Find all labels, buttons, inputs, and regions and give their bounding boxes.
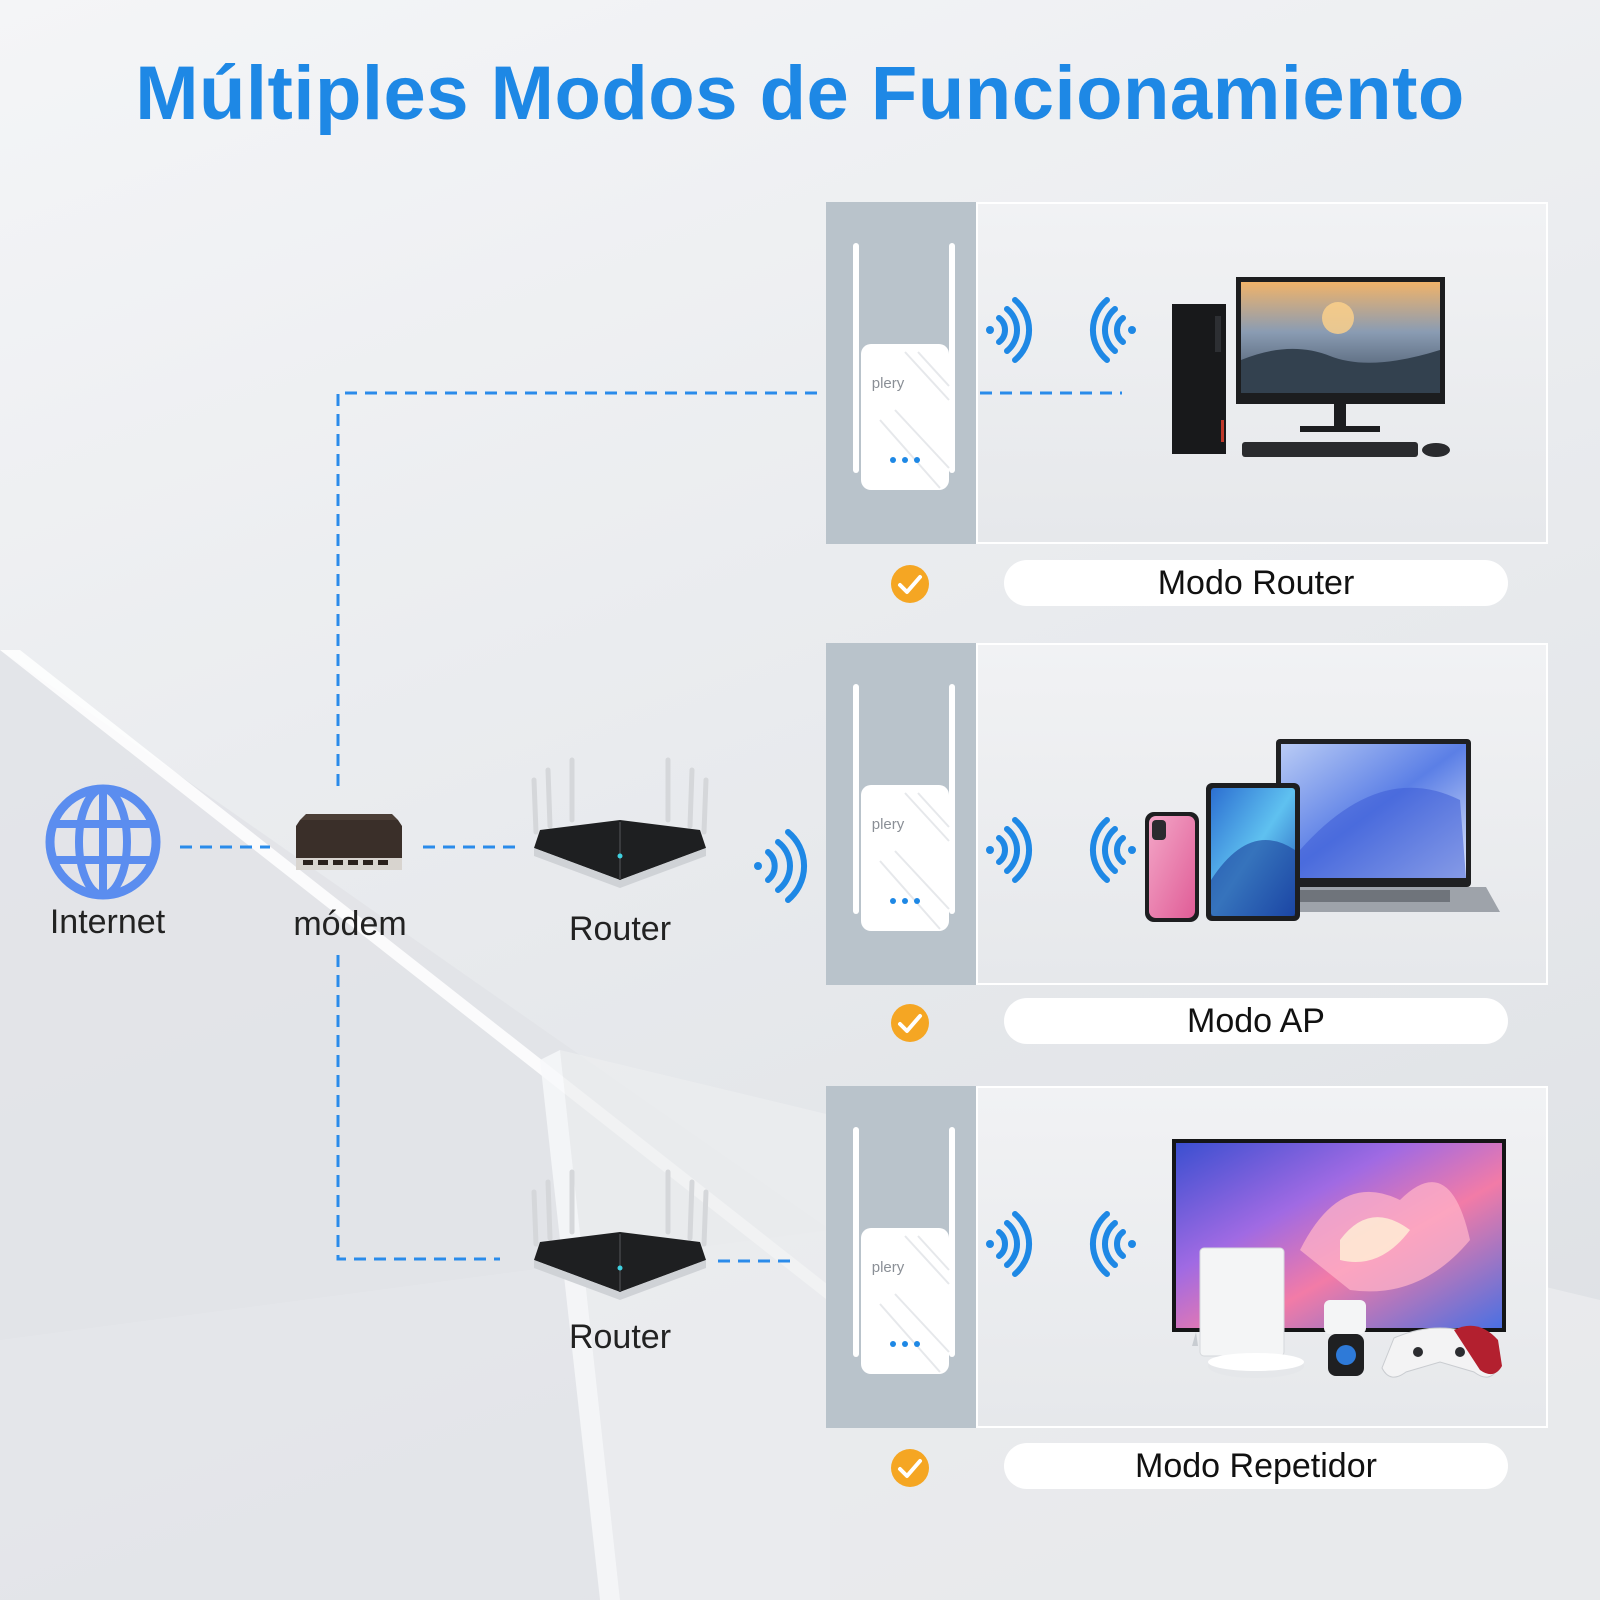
extender-backdrop bbox=[826, 202, 976, 544]
router-label: Router bbox=[568, 1318, 672, 1356]
internet-label: Internet bbox=[49, 903, 166, 941]
page-title: Múltiples Modos de Funcionamiento bbox=[135, 51, 1465, 136]
extender-backdrop bbox=[826, 1086, 976, 1428]
modem-label: módem bbox=[293, 905, 407, 943]
mode-repeater-panel bbox=[826, 1086, 1548, 1428]
devices-area bbox=[976, 643, 1548, 985]
check-icon bbox=[891, 1004, 929, 1042]
mode-label-router: Modo Router bbox=[1004, 560, 1508, 606]
check-icon bbox=[891, 1449, 929, 1487]
extender-backdrop bbox=[826, 643, 976, 985]
mode-router-panel bbox=[826, 202, 1548, 544]
devices-area bbox=[976, 202, 1548, 544]
mode-label-ap: Modo AP bbox=[1004, 998, 1508, 1044]
router-label: Router bbox=[568, 910, 672, 948]
mode-label-repeater: Modo Repetidor bbox=[1004, 1443, 1508, 1489]
check-icon bbox=[891, 565, 929, 603]
mode-ap-panel bbox=[826, 643, 1548, 985]
devices-area bbox=[976, 1086, 1548, 1428]
